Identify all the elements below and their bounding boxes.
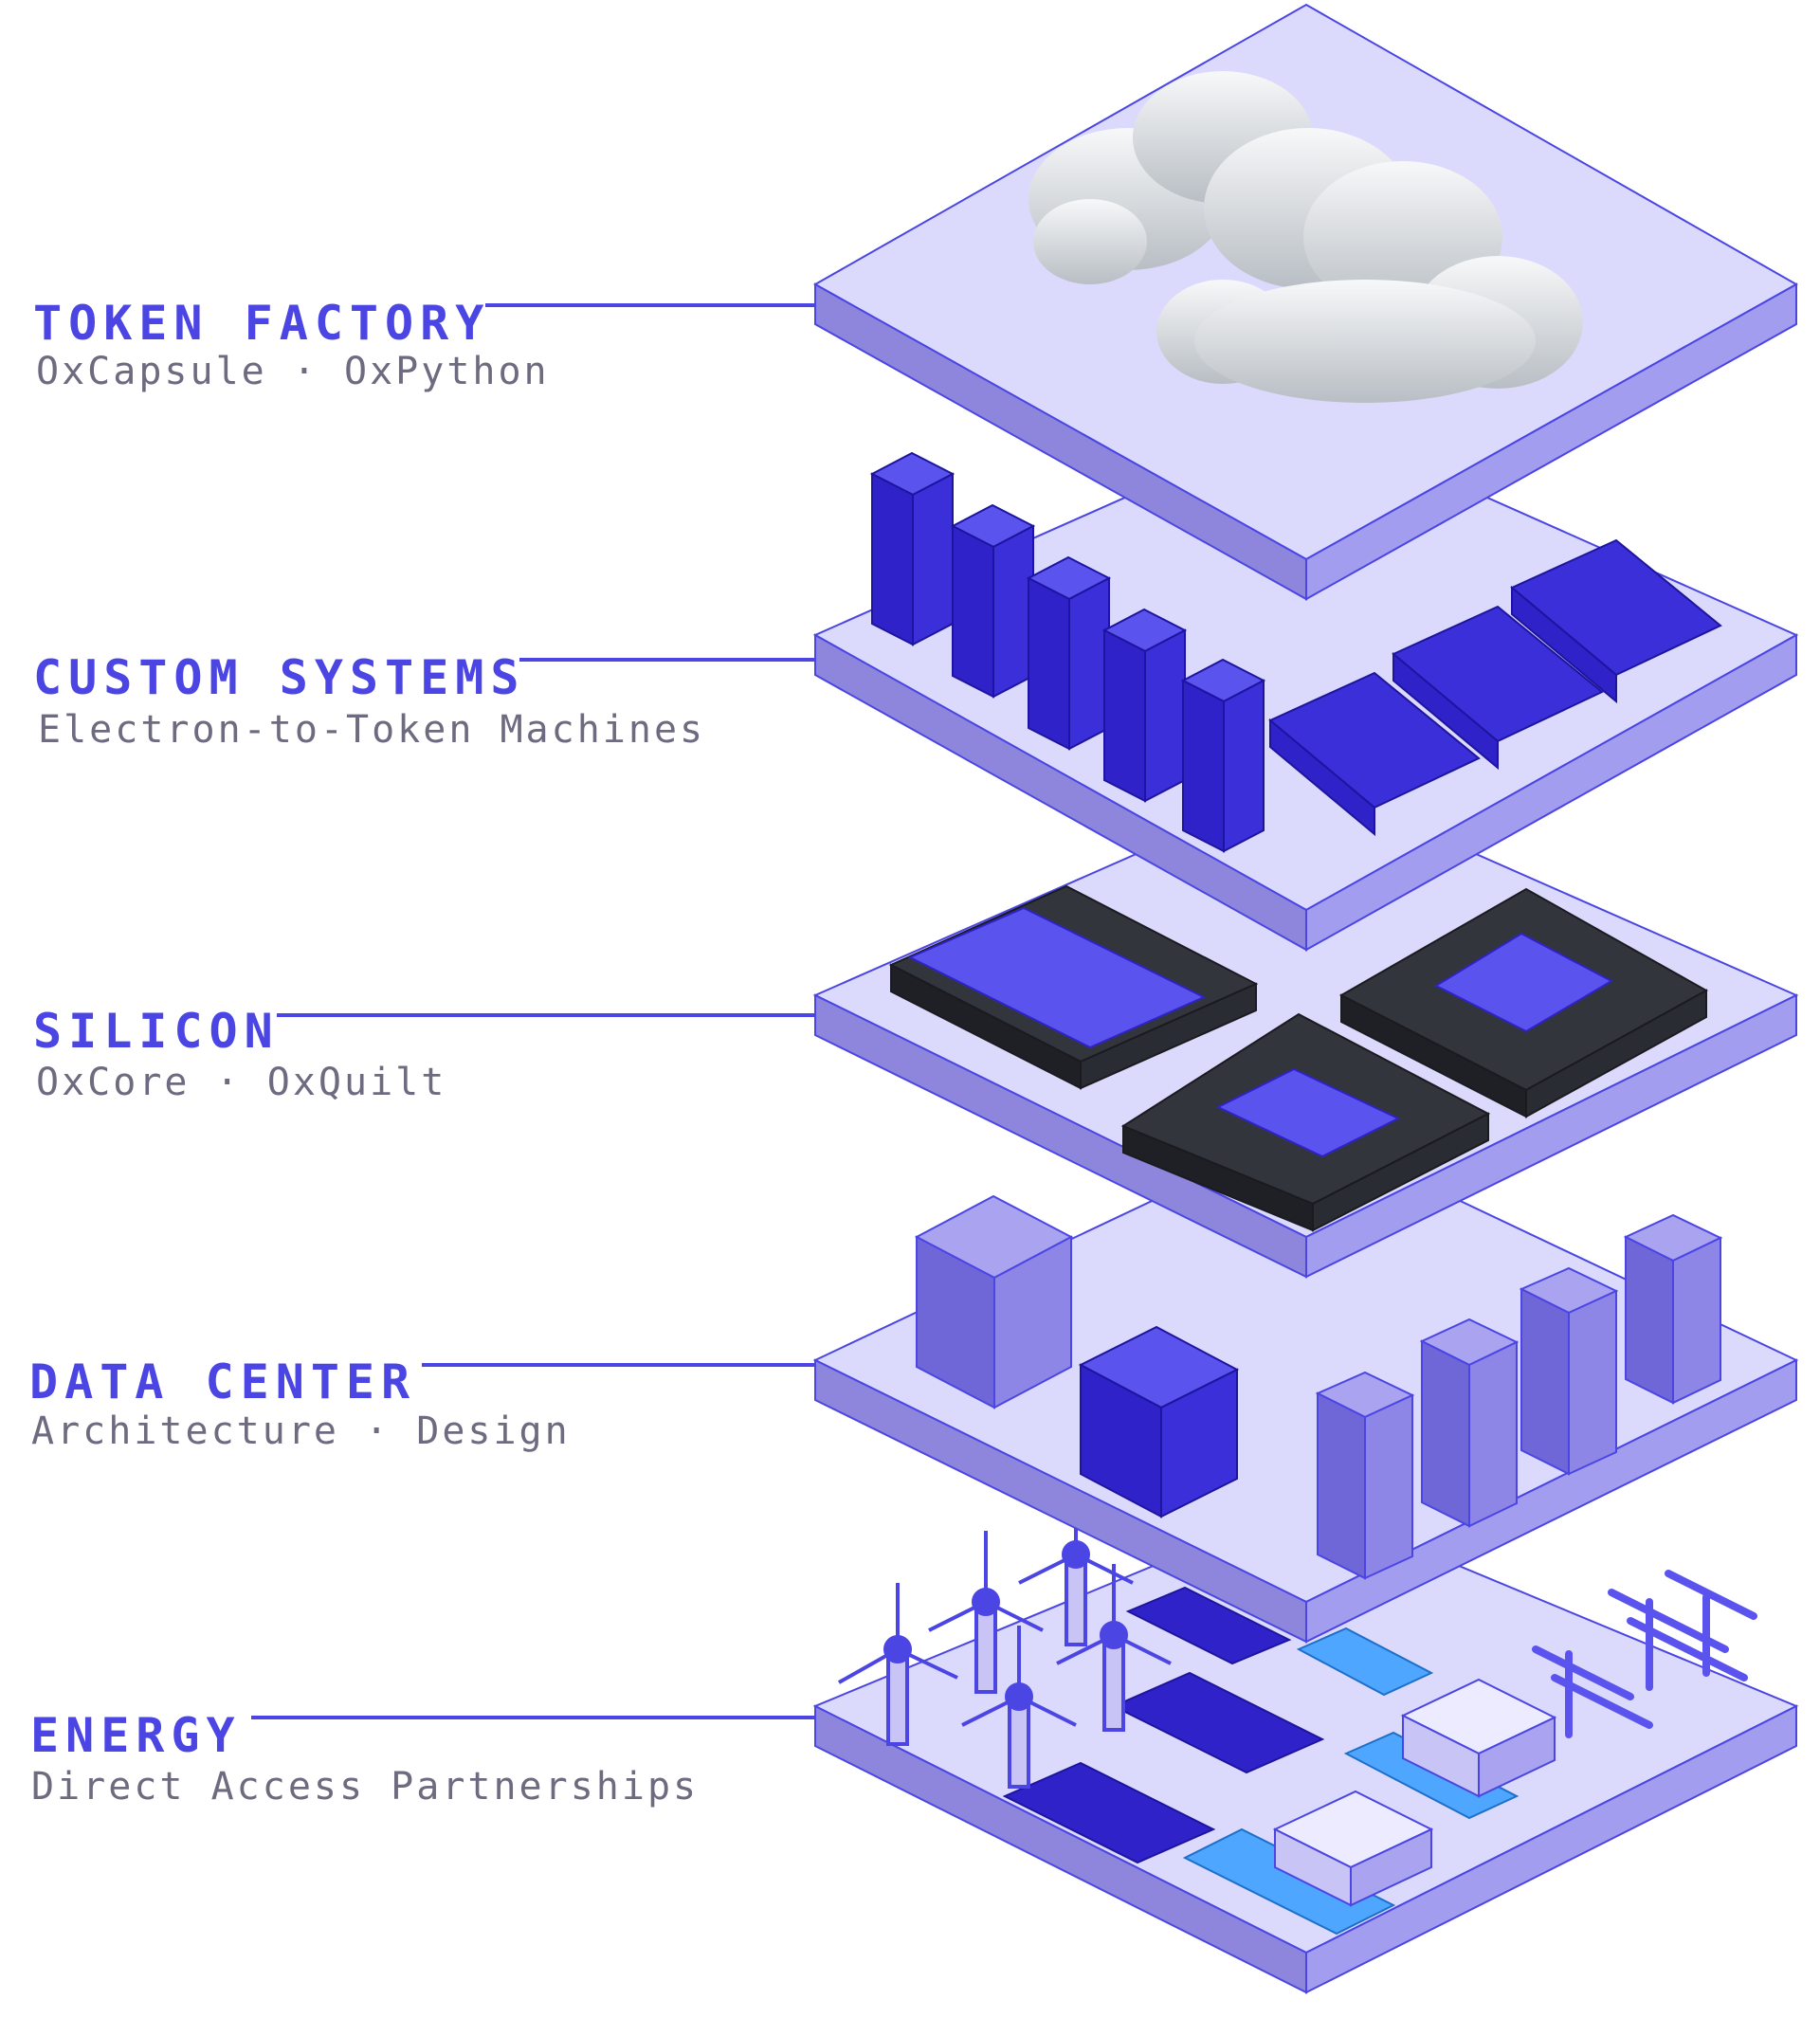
token-factory-subtitle: OxCapsule · OxPython	[36, 350, 550, 393]
silicon-subtitle: OxCore · OxQuilt	[36, 1061, 447, 1104]
custom-systems-title: CUSTOM SYSTEMS	[33, 650, 526, 705]
storage-tank-icon	[1182, 1627, 1520, 1936]
custom-systems-platform	[812, 415, 1799, 952]
solar-panel-icon	[1002, 1586, 1325, 1864]
wind-turbine-icon	[838, 1483, 1172, 1789]
energy-title: ENERGY	[30, 1708, 242, 1763]
server-rack-icon	[1315, 1213, 1723, 1580]
chip-icon	[888, 884, 1709, 1232]
silicon-leader-line	[277, 1013, 815, 1017]
power-line-icon	[1532, 1570, 1757, 1738]
custom-systems-leader-line	[519, 658, 815, 662]
building-icon	[914, 1194, 1240, 1518]
energy-subtitle: Direct Access Partnerships	[31, 1765, 700, 1809]
token-factory-leader-line	[485, 303, 815, 307]
server-rack-icon	[869, 451, 1266, 853]
energy-platform	[812, 1500, 1799, 1994]
building-icon	[1272, 1678, 1557, 1907]
gpu-card-icon	[1268, 538, 1722, 837]
data-center-title: DATA CENTER	[29, 1354, 417, 1409]
energy-leader-line	[251, 1716, 815, 1719]
silicon-title: SILICON	[33, 1004, 280, 1059]
data-center-subtitle: Architecture · Design	[31, 1409, 571, 1453]
cloud-icon	[1028, 71, 1583, 403]
token-factory-title: TOKEN FACTORY	[33, 296, 491, 351]
data-center-leader-line	[422, 1363, 815, 1367]
custom-systems-subtitle: Electron-to-Token Machines	[38, 708, 706, 752]
